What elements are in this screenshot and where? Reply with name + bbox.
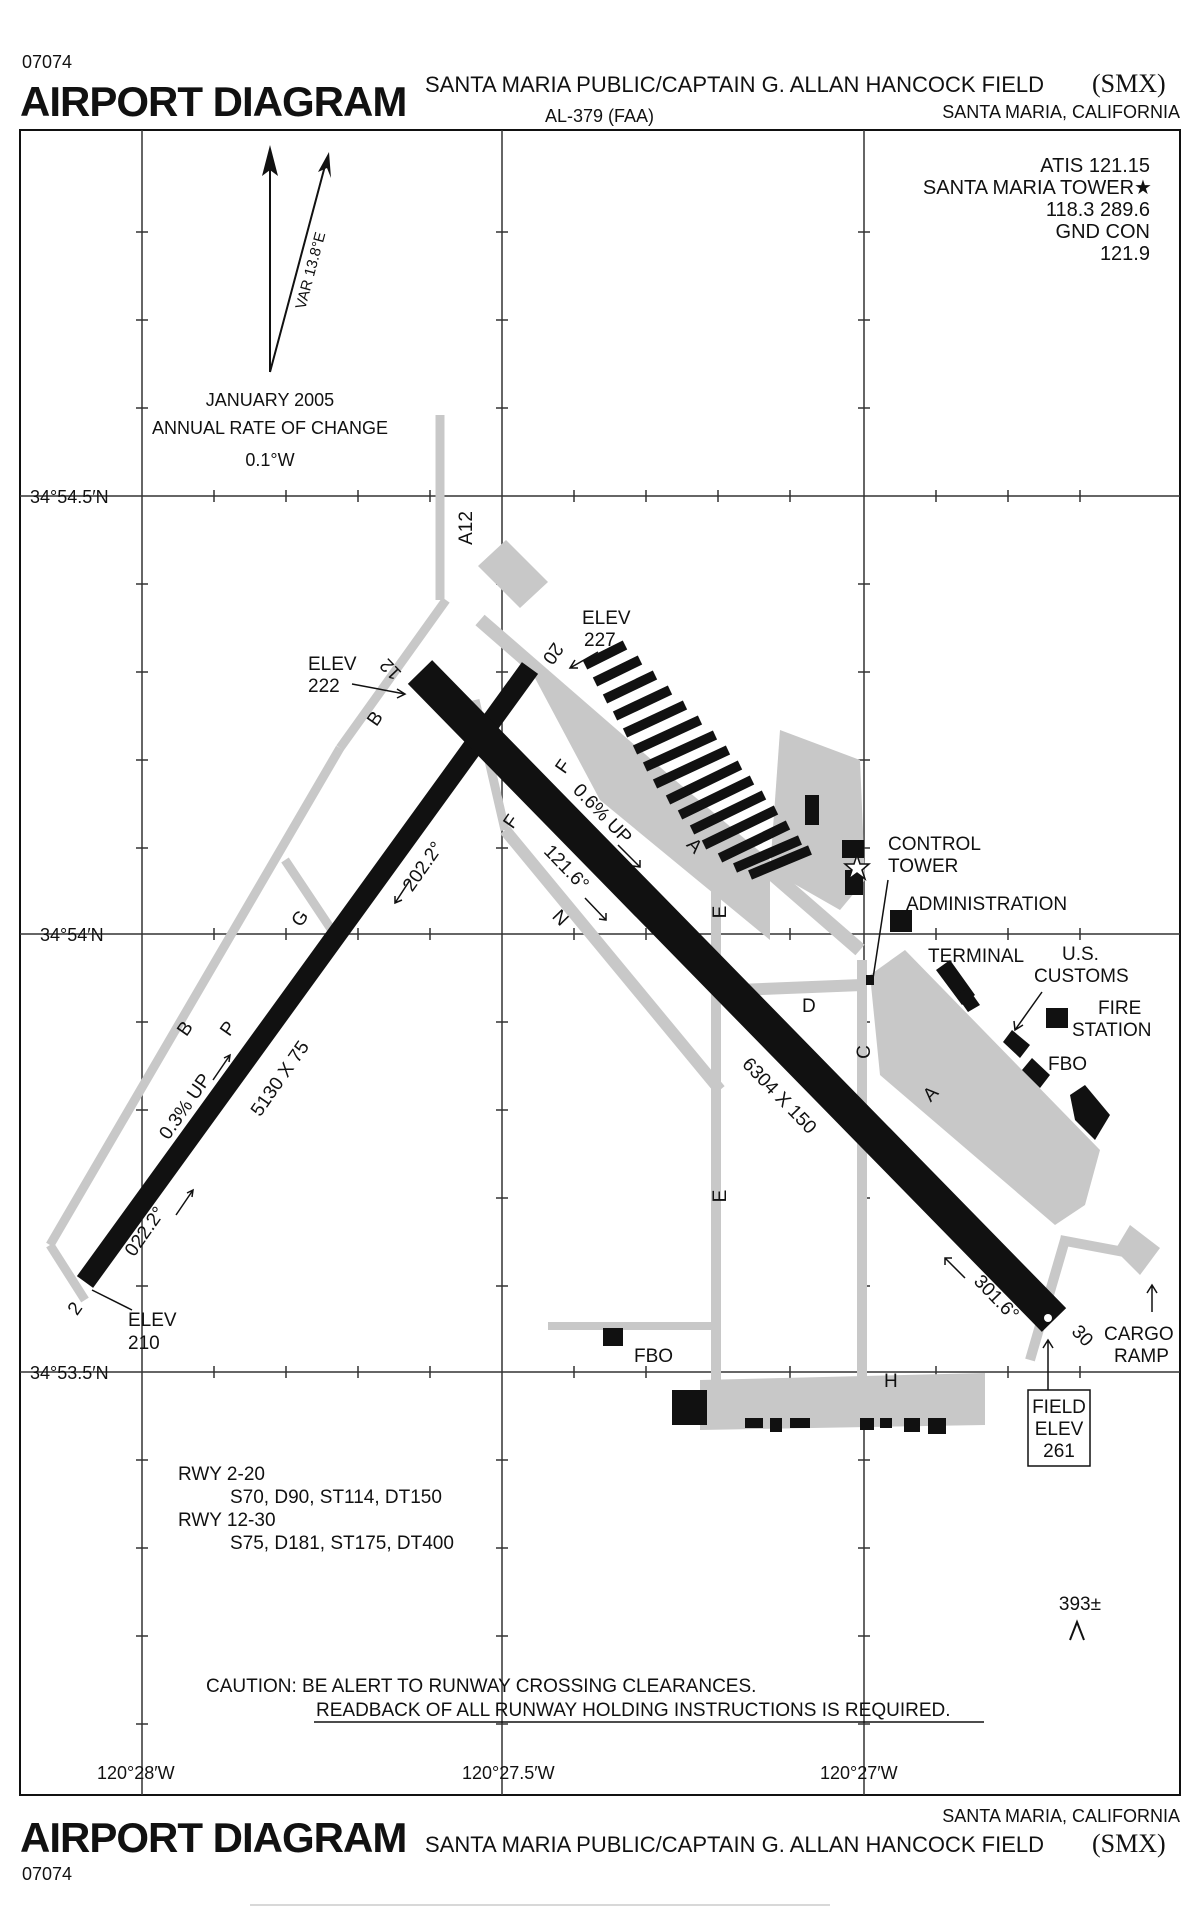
- tower-frequencies: 118.3 289.6: [1046, 199, 1150, 221]
- variation-rate-label: ANNUAL RATE OF CHANGE: [152, 418, 388, 438]
- footer-chart-number: 07074: [22, 1864, 72, 1884]
- taxiway-g-label: G: [288, 907, 314, 931]
- customs-label: U.S.: [1062, 944, 1099, 965]
- elev-20-value: 227: [584, 630, 616, 651]
- runway-12-30: [407, 660, 1067, 1332]
- footer-airport-name: SANTA MARIA PUBLIC/CAPTAIN G. ALLAN HANC…: [425, 1832, 1044, 1857]
- fire-station-label: FIRE: [1098, 998, 1141, 1019]
- heading-arrow-20-icon: [394, 879, 411, 905]
- heading-arrow-12-icon: [584, 897, 607, 921]
- north-arrow-icon: [262, 145, 331, 373]
- header-airport-name: SANTA MARIA PUBLIC/CAPTAIN G. ALLAN HANC…: [425, 72, 1044, 97]
- runway-2-20: [76, 662, 539, 1288]
- footer-title: AIRPORT DIAGRAM: [20, 1814, 406, 1861]
- variation-date: JANUARY 2005: [206, 390, 334, 410]
- map-frame: [19, 129, 1181, 1796]
- chart-number-top: 07074: [22, 52, 72, 72]
- header-identifier: (SMX): [1092, 69, 1166, 98]
- ground-control-label: GND CON: [1056, 221, 1150, 243]
- fire-station-label-2: STATION: [1072, 1020, 1152, 1041]
- fbo-east-label: FBO: [1048, 1054, 1087, 1075]
- control-tower-icon: [842, 852, 872, 882]
- taxiway-h-label: H: [884, 1371, 898, 1392]
- elev-12-label: ELEV: [308, 654, 357, 675]
- obstacle-icon: [1069, 1619, 1085, 1641]
- taxiway-f1-label: F: [552, 756, 576, 778]
- buildings: [603, 795, 1110, 1434]
- airport-reference-point-icon: [1044, 1314, 1052, 1322]
- strength-rwy-12-30-label: RWY 12-30: [178, 1510, 276, 1531]
- elev-2-value: 210: [128, 1333, 160, 1354]
- lat-label-bot: 34°53.5′N: [30, 1363, 109, 1383]
- header-procedure-id: AL-379 (FAA): [545, 106, 654, 126]
- heading-arrow-30-icon: [944, 1257, 966, 1279]
- variation-rate: 0.1°W: [245, 450, 294, 470]
- atis-frequency: ATIS 121.15: [1040, 155, 1150, 177]
- runway-end-30: 30: [1067, 1321, 1097, 1351]
- caution-line-2: READBACK OF ALL RUNWAY HOLDING INSTRUCTI…: [316, 1700, 951, 1721]
- caution-line-1: CAUTION: BE ALERT TO RUNWAY CROSSING CLE…: [206, 1676, 756, 1697]
- taxiway-e-lower-label: E: [710, 1190, 731, 1203]
- taxiway-e-upper-label: E: [710, 906, 731, 919]
- field-elevation-box: [1027, 1389, 1091, 1467]
- header-title: AIRPORT DIAGRAM: [20, 78, 406, 125]
- slope-arrow-12-icon: [617, 844, 641, 868]
- field-elevation-label: FIELD: [1032, 1397, 1086, 1418]
- hangar-rows: [582, 640, 812, 880]
- administration-label: ADMINISTRATION: [906, 894, 1067, 915]
- taxiway-d-label: D: [802, 996, 816, 1017]
- taxiway-c-label: C: [854, 1045, 875, 1059]
- cargo-ramp-label-2: RAMP: [1114, 1346, 1169, 1367]
- elev-12-value: 222: [308, 676, 340, 697]
- heading-arrow-2-icon: [175, 1188, 194, 1216]
- lon-label-left: 120°28′W: [97, 1763, 175, 1783]
- field-elevation-label-2: ELEV: [1035, 1419, 1084, 1440]
- runway-end-20: 20: [538, 638, 567, 667]
- lat-label-top: 34°54.5′N: [30, 487, 109, 507]
- elev-2-label: ELEV: [128, 1310, 177, 1331]
- taxiway-a12-label: A12: [456, 511, 477, 545]
- taxiway-p-label: P: [216, 1018, 240, 1040]
- header-location: SANTA MARIA, CALIFORNIA: [942, 102, 1180, 122]
- elev-20-label: ELEV: [582, 608, 631, 629]
- grid-ticks: [136, 231, 1081, 1725]
- lon-label-mid: 120°27.5′W: [462, 1763, 555, 1783]
- strength-rwy-2-20-values: S70, D90, ST114, DT150: [230, 1487, 442, 1508]
- tower-name: SANTA MARIA TOWER★: [923, 177, 1152, 199]
- strength-rwy-12-30-values: S75, D181, ST175, DT400: [230, 1533, 454, 1554]
- terminal-label: TERMINAL: [928, 946, 1024, 967]
- strength-rwy-2-20-label: RWY 2-20: [178, 1464, 265, 1485]
- runway-end-2: 2: [64, 1298, 87, 1319]
- obstacle-height: 393±: [1059, 1594, 1101, 1615]
- control-tower-label: CONTROL: [888, 834, 981, 855]
- cargo-ramp-label: CARGO: [1104, 1324, 1174, 1345]
- lon-label-right: 120°27′W: [820, 1763, 898, 1783]
- footer-location: SANTA MARIA, CALIFORNIA: [942, 1806, 1180, 1826]
- control-tower-label-2: TOWER: [888, 856, 958, 877]
- fbo-south-label: FBO: [634, 1346, 673, 1367]
- footer-identifier: (SMX): [1092, 1829, 1166, 1858]
- field-elevation-value: 261: [1043, 1441, 1075, 1462]
- customs-label-2: CUSTOMS: [1034, 966, 1129, 987]
- slope-arrow-2-icon: [212, 1053, 231, 1081]
- ground-control-frequency: 121.9: [1100, 243, 1150, 265]
- lat-label-mid: 34°54′N: [40, 925, 104, 945]
